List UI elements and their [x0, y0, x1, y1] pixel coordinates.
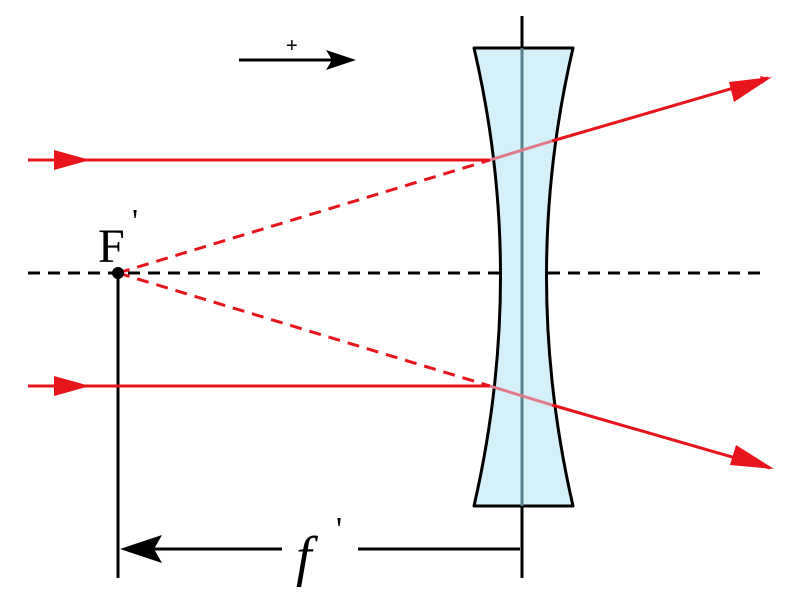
focal-length-prime: ' [336, 511, 342, 548]
upper-ray-in-lens [489, 139, 553, 162]
lower-ray-in-lens [489, 384, 553, 407]
focal-length-label: f [296, 526, 319, 588]
sign-convention-label: + [286, 35, 298, 57]
lower-refracted-arrowhead [730, 445, 774, 469]
focal-point-prime: ' [132, 203, 138, 240]
focal-point-label: F [98, 220, 125, 273]
upper-virtual-ray [117, 158, 491, 275]
focal-length-arrowhead [120, 535, 162, 563]
lower-virtual-ray [117, 271, 491, 388]
lower-incident-arrowhead [54, 376, 90, 396]
focal-point-dot [112, 267, 124, 279]
sign-convention-arrowhead [326, 50, 356, 70]
focal-point-letter: F [98, 220, 125, 273]
upper-incident-arrowhead [54, 150, 90, 170]
upper-refracted-arrowhead [729, 77, 772, 102]
